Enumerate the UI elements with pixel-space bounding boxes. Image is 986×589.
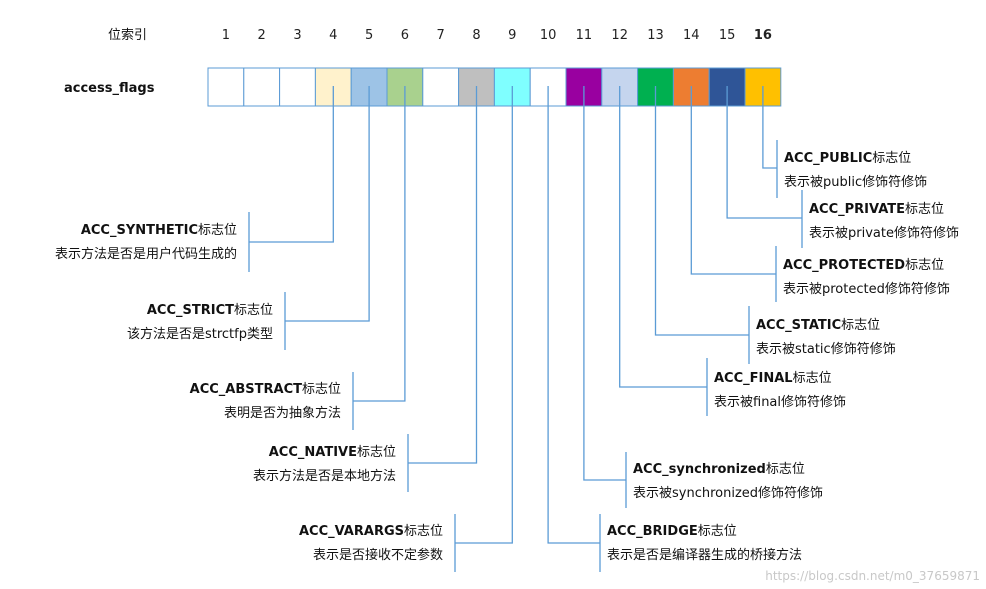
bit-cells [207,67,782,107]
flag-connector [726,86,802,219]
flag-name: ACC_NATIVE [269,445,357,460]
flag-description: 表示被protected修饰符修饰 [783,281,950,297]
flag-suffix: 标志位 [698,524,737,539]
flag-suffix: 标志位 [766,462,805,477]
flag-suffix: 标志位 [872,151,911,166]
flag-name: ACC_STATIC [756,318,841,333]
flag-connector [547,86,600,544]
flag-description: 表示被synchronized修饰符修饰 [633,485,823,501]
field-label: access_flags [64,81,155,96]
flag-connector [690,86,776,275]
flag-description: 表明是否为抽象方法 [224,405,341,421]
flag-suffix: 标志位 [905,258,944,273]
bit-index: 16 [754,28,772,43]
flag-description: 该方法是否是strctfp类型 [127,326,273,342]
flag-title: ACC_BRIDGE标志位 [607,524,737,539]
flag-name: ACC_PROTECTED [783,258,905,273]
flag-title: ACC_FINAL标志位 [714,371,832,386]
flag-connector [408,86,478,464]
bit-index: 3 [293,28,301,43]
flag-connector [654,86,749,336]
flag-title: ACC_PROTECTED标志位 [783,258,944,273]
flag-name: ACC_synchronized [633,462,766,477]
flag-title: ACC_SYNTHETIC标志位 [81,223,237,238]
bit-index: 14 [683,28,700,43]
index-label: 位索引 [108,28,147,43]
flag-suffix: 标志位 [357,445,396,460]
flag-suffix: 标志位 [234,303,273,318]
flag-name: ACC_FINAL [714,371,793,386]
bit-cell [279,67,316,107]
flag-suffix: 标志位 [905,202,944,217]
flag-description: 表示方法是否是用户代码生成的 [55,246,237,262]
flag-suffix: 标志位 [302,382,341,397]
flag-connector [285,86,370,322]
bit-index: 5 [365,28,373,43]
flag-name: ACC_PRIVATE [809,202,905,217]
flag-title: ACC_synchronized标志位 [633,462,805,477]
bit-index: 7 [437,28,445,43]
flag-connector [249,86,334,243]
bit-index: 9 [508,28,516,43]
flag-name: ACC_PUBLIC [784,151,872,166]
flag-description: 表示被private修饰符修饰 [809,225,959,241]
connectors [248,86,803,572]
flag-title: ACC_ABSTRACT标志位 [190,382,341,397]
flag-suffix: 标志位 [841,318,880,333]
flag-connector [762,86,777,169]
flag-title: ACC_VARARGS标志位 [299,524,443,539]
bit-index: 13 [647,28,664,43]
bit-index: 10 [540,28,557,43]
flag-suffix: 标志位 [793,371,832,386]
bit-index: 11 [576,28,593,43]
flag-description: 表示是否是编译器生成的桥接方法 [607,547,802,563]
flag-suffix: 标志位 [404,524,443,539]
bit-index: 12 [611,28,628,43]
flag-connector [455,86,513,544]
flag-name: ACC_STRICT [147,303,234,318]
flag-title: ACC_NATIVE标志位 [269,445,396,460]
flag-title: ACC_PRIVATE标志位 [809,202,944,217]
bit-index: 6 [401,28,409,43]
flag-title: ACC_STATIC标志位 [756,318,880,333]
flag-description: 表示被final修饰符修饰 [714,394,846,410]
bit-index: 1 [222,28,230,43]
bit-index: 8 [472,28,480,43]
bit-index: 2 [258,28,266,43]
flag-description: 表示被static修饰符修饰 [756,341,896,357]
flag-title: ACC_STRICT标志位 [147,303,273,318]
flag-description: 表示是否接收不定参数 [313,547,443,563]
flag-name: ACC_SYNTHETIC [81,223,198,238]
flag-description: 表示被public修饰符修饰 [784,174,927,190]
flag-connector [619,86,707,388]
watermark: https://blog.csdn.net/m0_37659871 [765,569,980,583]
bit-cell [207,67,245,107]
flag-description: 表示方法是否是本地方法 [253,468,396,484]
flag-name: ACC_ABSTRACT [190,382,302,397]
bit-index: 15 [719,28,736,43]
bit-index: 4 [329,28,337,43]
bit-cell [422,67,460,107]
bit-cell [243,67,281,107]
flag-connector [583,86,626,481]
flag-title: ACC_PUBLIC标志位 [784,151,911,166]
flag-name: ACC_VARARGS [299,524,404,539]
flag-suffix: 标志位 [198,223,237,238]
flag-name: ACC_BRIDGE [607,524,698,539]
flag-connector [353,86,406,402]
flag-labels: ACC_SYNTHETIC标志位表示方法是否是用户代码生成的ACC_STRICT… [55,151,959,563]
